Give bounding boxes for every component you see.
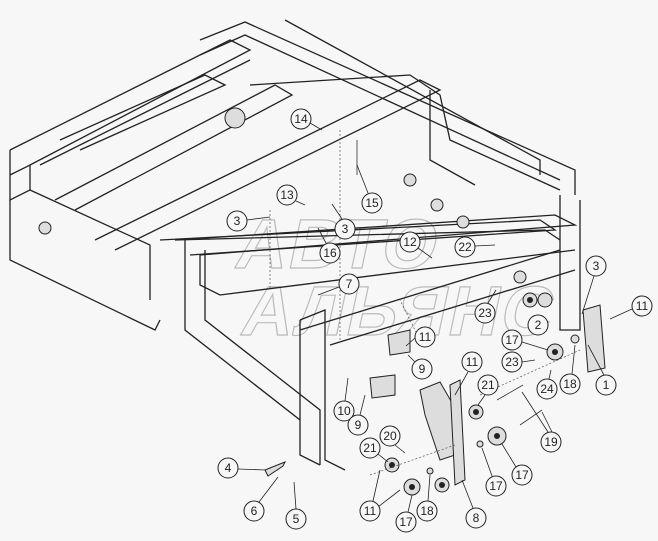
svg-text:3: 3 — [234, 214, 241, 228]
svg-text:14: 14 — [294, 112, 308, 126]
svg-text:9: 9 — [355, 418, 362, 432]
svg-text:24: 24 — [540, 382, 554, 396]
svg-text:11: 11 — [364, 504, 377, 518]
svg-text:20: 20 — [383, 429, 397, 443]
callout-8[interactable]: 8 — [461, 479, 487, 529]
callout-24[interactable]: 24 — [536, 369, 558, 400]
callout-23b[interactable]: 23 — [501, 351, 536, 373]
callout-18b[interactable]: 18 — [416, 474, 438, 522]
callout-9a[interactable]: 9 — [407, 354, 433, 380]
svg-text:17: 17 — [505, 333, 519, 347]
callout-22[interactable]: 22 — [454, 236, 496, 258]
svg-text:7: 7 — [346, 277, 353, 291]
callout-3a[interactable]: 3 — [226, 210, 271, 232]
callout-4[interactable]: 4 — [217, 457, 267, 479]
svg-text:21: 21 — [481, 378, 495, 392]
svg-text:13: 13 — [280, 188, 294, 202]
frame-structure — [9, 19, 581, 471]
callout-3c[interactable]: 3 — [581, 255, 607, 315]
callout-19[interactable]: 19 — [521, 391, 562, 453]
callout-17c[interactable]: 17 — [481, 447, 507, 497]
callout-1[interactable]: 1 — [587, 344, 617, 396]
svg-text:12: 12 — [403, 235, 417, 249]
svg-text:22: 22 — [458, 240, 472, 254]
svg-text:23: 23 — [505, 355, 519, 369]
callout-3b[interactable]: 3 — [331, 203, 356, 240]
callout-10[interactable]: 10 — [333, 377, 355, 422]
svg-text:11: 11 — [419, 330, 432, 344]
callout-20[interactable]: 20 — [379, 425, 406, 454]
callout-2[interactable]: 2 — [527, 314, 549, 336]
svg-text:17: 17 — [399, 515, 413, 529]
callout-18a[interactable]: 18 — [559, 344, 581, 395]
small-parts — [38, 107, 606, 496]
callout-17d[interactable]: 17 — [395, 494, 417, 533]
callout-23a[interactable]: 23 — [474, 289, 497, 324]
svg-text:19: 19 — [544, 435, 558, 449]
callout-21a[interactable]: 21 — [477, 374, 499, 406]
svg-text:11: 11 — [636, 299, 649, 313]
svg-text:1: 1 — [603, 378, 610, 392]
svg-text:9: 9 — [419, 362, 426, 376]
callout-13[interactable]: 13 — [276, 184, 306, 206]
callout-11a[interactable]: 11 — [609, 295, 653, 320]
callout-17b[interactable]: 17 — [501, 443, 533, 486]
callout-6[interactable]: 6 — [243, 476, 279, 522]
callout-11c[interactable]: 11 — [454, 351, 483, 396]
callout-9b[interactable]: 9 — [347, 394, 369, 436]
callout-14[interactable]: 14 — [290, 108, 323, 131]
svg-text:18: 18 — [420, 504, 434, 518]
callouts: 14 13 3 3 16 15 12 22 7 23 3 2 17 23 11 … — [217, 108, 653, 533]
callout-21b[interactable]: 21 — [359, 437, 389, 463]
svg-text:4: 4 — [225, 461, 232, 475]
callout-5[interactable]: 5 — [285, 481, 307, 530]
svg-text:6: 6 — [251, 504, 258, 518]
callout-11b[interactable]: 11 — [405, 326, 436, 348]
svg-text:21: 21 — [363, 441, 377, 455]
callout-17a[interactable]: 17 — [501, 329, 549, 351]
callout-15[interactable]: 15 — [356, 164, 383, 214]
svg-text:5: 5 — [293, 512, 300, 526]
callout-12[interactable]: 12 — [399, 231, 433, 259]
svg-text:16: 16 — [323, 246, 337, 260]
callout-11d[interactable]: 11 — [359, 469, 401, 522]
callout-7[interactable]: 7 — [317, 273, 360, 296]
svg-text:3: 3 — [342, 222, 349, 236]
callout-16[interactable]: 16 — [317, 227, 341, 264]
svg-text:17: 17 — [489, 479, 503, 493]
svg-text:11: 11 — [466, 355, 479, 369]
svg-text:17: 17 — [515, 468, 529, 482]
svg-text:8: 8 — [473, 511, 480, 525]
svg-text:2: 2 — [535, 318, 542, 332]
svg-text:23: 23 — [478, 306, 492, 320]
svg-text:3: 3 — [593, 259, 600, 273]
svg-text:18: 18 — [563, 377, 577, 391]
svg-text:15: 15 — [365, 196, 379, 210]
svg-text:10: 10 — [337, 404, 351, 418]
